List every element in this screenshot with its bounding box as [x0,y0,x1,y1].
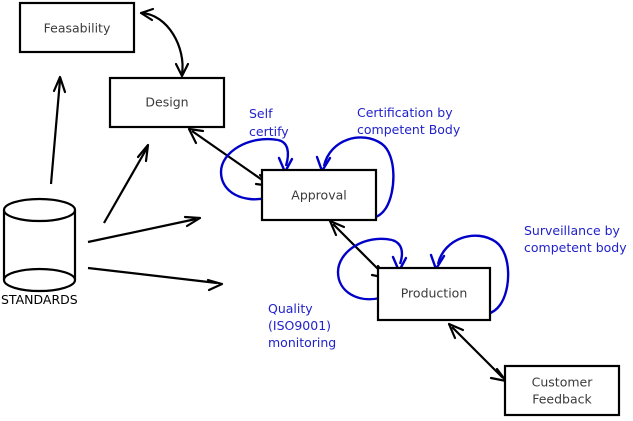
node-approval[interactable]: Approval [260,168,378,222]
annotation-self-certify-line1: Self [249,106,273,121]
node-production[interactable]: Production [376,266,492,322]
annotation-certification-line1: Certification by [357,105,453,120]
node-standards[interactable]: STANDARDS [1,197,78,307]
node-approval-label: Approval [291,188,346,203]
node-feasability-label: Feasability [44,21,111,36]
connection-standards-to-feasability [49,75,67,185]
annotation-surveillance-line2: competent body [524,240,627,255]
node-design[interactable]: Design [108,76,226,129]
node-standards-label: STANDARDS [1,292,78,307]
connection-production-to-customer-feedback [447,322,508,383]
connection-standards-to-approval [87,215,202,244]
node-customer-feedback-label-line1: Customer [532,375,594,390]
node-customer-feedback-label-line2: Feedback [532,392,592,407]
node-feasability[interactable]: Feasability [18,1,136,54]
connection-standards-to-design [103,143,150,224]
connection-design-to-feasability [139,7,190,78]
annotation-quality-line2: (ISO9001) [268,318,331,333]
annotation-surveillance-by-competent-body: Surveillance by competent body [524,223,627,255]
annotation-certification-line2: competent Body [357,122,461,137]
annotation-self-certify-line2: certify [249,124,289,139]
annotation-quality-line1: Quality [268,301,313,316]
node-design-label: Design [145,95,188,110]
annotation-certification-by-competent-body: Certification by competent Body [357,105,461,137]
annotation-quality-line3: monitoring [268,335,336,350]
connection-standards-to-production [87,266,224,292]
annotation-self-certify: Self certify [249,106,289,139]
annotation-quality-iso9001-monitoring: Quality (ISO9001) monitoring [268,301,336,350]
node-production-label: Production [401,286,468,301]
annotation-surveillance-line1: Surveillance by [524,223,621,238]
node-customer-feedback[interactable]: Customer Feedback [503,364,621,417]
